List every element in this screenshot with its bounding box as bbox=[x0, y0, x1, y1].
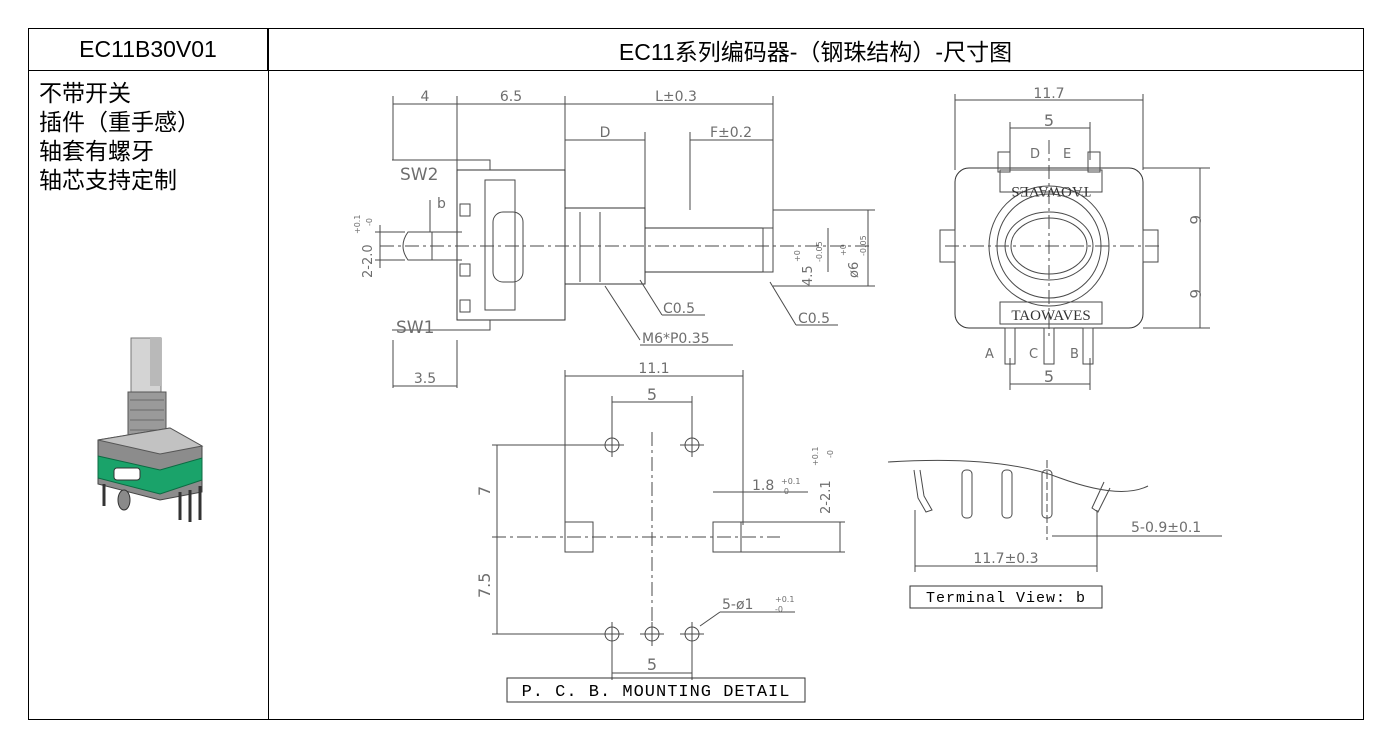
dim-L: L±0.3 bbox=[655, 89, 697, 105]
dim-2-2-tol-top: +0.1 bbox=[353, 215, 362, 234]
mounting-hole bbox=[600, 622, 624, 646]
pin-C-label: C bbox=[1029, 347, 1038, 362]
chamfer-a: C0.5 bbox=[663, 301, 695, 317]
column-divider bbox=[268, 29, 269, 719]
dim-4-5-tol-bot: -0.05 bbox=[815, 241, 824, 262]
dim-2-2: 2-2.0 bbox=[361, 244, 376, 278]
dim-6: ø6 bbox=[847, 262, 862, 278]
dim-11-1: 11.1 bbox=[638, 361, 669, 377]
feature-item: 轴芯支持定制 bbox=[39, 167, 177, 193]
pin-B-label: B bbox=[1070, 347, 1079, 362]
brand-label: TAOWAVES bbox=[1011, 308, 1090, 324]
sw2-label: SW2 bbox=[400, 165, 438, 185]
front-view bbox=[939, 94, 1210, 390]
terminal-width: 11.7±0.3 bbox=[973, 551, 1038, 567]
brand-upside-down: TAOWAVES bbox=[1011, 183, 1090, 199]
pin-E-label: E bbox=[1063, 147, 1071, 162]
b-mark: b bbox=[437, 196, 446, 212]
pcb-labels: 11.1 5 7 7.5 1.8 +0.1 -0 2-2.1 +0.1 -0 5… bbox=[475, 361, 835, 702]
feature-item: 插件（重手感） bbox=[39, 109, 200, 135]
side-view-labels: 4 6.5 L±0.3 D F±0.2 SW2 SW1 b 2-2.0 +0.1… bbox=[353, 89, 868, 387]
chamfer-b: C0.5 bbox=[798, 311, 830, 327]
dim-5-pcb-top: 5 bbox=[647, 385, 657, 404]
dim-4: 4 bbox=[421, 89, 430, 105]
dim-11-7: 11.7 bbox=[1033, 86, 1064, 102]
terminal-view bbox=[887, 459, 1222, 609]
part-number-cell: EC11B30V01 bbox=[29, 29, 268, 71]
hole-note: 5-ø1 bbox=[722, 597, 753, 613]
dim-1-8-tol-top: +0.1 bbox=[781, 477, 800, 486]
dim-1-8-tol-bot: -0 bbox=[781, 487, 789, 496]
dim-5-pcb-bottom: 5 bbox=[647, 655, 657, 674]
dim-2-2-1-tol-bot: -0 bbox=[826, 450, 835, 458]
mounting-hole bbox=[600, 433, 624, 457]
pin-D-label: D bbox=[1030, 147, 1040, 162]
pcb-caption: P. C. B. MOUNTING DETAIL bbox=[522, 683, 791, 702]
terminal-caption: Terminal View: b bbox=[926, 590, 1086, 607]
feature-item: 轴套有螺牙 bbox=[39, 138, 154, 164]
title-cell: EC11系列编码器-（钢珠结构）-尺寸图 bbox=[268, 29, 1363, 71]
dim-F: F±0.2 bbox=[710, 125, 752, 141]
dim-5-top: 5 bbox=[1044, 111, 1054, 130]
dim-2-2-tol-bot: -0 bbox=[365, 218, 374, 226]
hole-tol-bot: -0 bbox=[775, 605, 783, 614]
dim-6-5: 6.5 bbox=[500, 89, 522, 105]
sw1-label: SW1 bbox=[396, 318, 434, 338]
dim-6-tol-top: +0 bbox=[839, 244, 848, 256]
dim-3-5: 3.5 bbox=[414, 371, 436, 387]
terminal-pin-note: 5-0.9±0.1 bbox=[1131, 520, 1201, 536]
dim-4-5-tol-top: +0 bbox=[793, 250, 802, 262]
dim-2-2-1: 2-2.1 bbox=[819, 480, 834, 514]
dim-7: 7 bbox=[475, 486, 494, 496]
pcb-mounting-detail bbox=[492, 370, 845, 703]
dim-5-bottom: 5 bbox=[1044, 367, 1054, 386]
feature-item: 不带开关 bbox=[39, 80, 131, 106]
dim-1-8: 1.8 bbox=[752, 478, 774, 494]
dim-D: D bbox=[600, 125, 611, 141]
drawing-title: EC11系列编码器-（钢珠结构）-尺寸图 bbox=[618, 38, 1013, 65]
hole-tol-top: +0.1 bbox=[775, 595, 794, 604]
thread-spec: M6*P0.35 bbox=[642, 331, 710, 347]
mounting-hole bbox=[640, 622, 664, 646]
dim-6-upper: 6 bbox=[1186, 215, 1204, 225]
mounting-hole bbox=[680, 433, 704, 457]
side-view bbox=[375, 96, 875, 388]
dim-6-lower: 6 bbox=[1186, 289, 1204, 299]
terminal-labels: 5-0.9±0.1 11.7±0.3 Terminal View: b bbox=[926, 520, 1201, 607]
dim-4-5: 4.5 bbox=[801, 265, 816, 286]
encoder-product-image bbox=[97, 337, 204, 522]
pin-A-label: A bbox=[985, 347, 994, 362]
drawing-sheet: EC11B30V01 EC11系列编码器-（钢珠结构）-尺寸图 不带开关 插件（… bbox=[28, 28, 1364, 720]
dim-6-tol-bot: -0.05 bbox=[859, 235, 868, 256]
feature-list: 不带开关 插件（重手感） 轴套有螺牙 轴芯支持定制 bbox=[39, 79, 200, 195]
front-view-labels: 11.7 5 D E TAOWAVES TAOWAVES 6 6 A C B 5 bbox=[985, 86, 1204, 386]
part-number: EC11B30V01 bbox=[79, 36, 217, 62]
dim-7-5: 7.5 bbox=[475, 573, 494, 598]
mounting-hole bbox=[680, 622, 704, 646]
dim-2-2-1-tol-top: +0.1 bbox=[811, 447, 820, 466]
